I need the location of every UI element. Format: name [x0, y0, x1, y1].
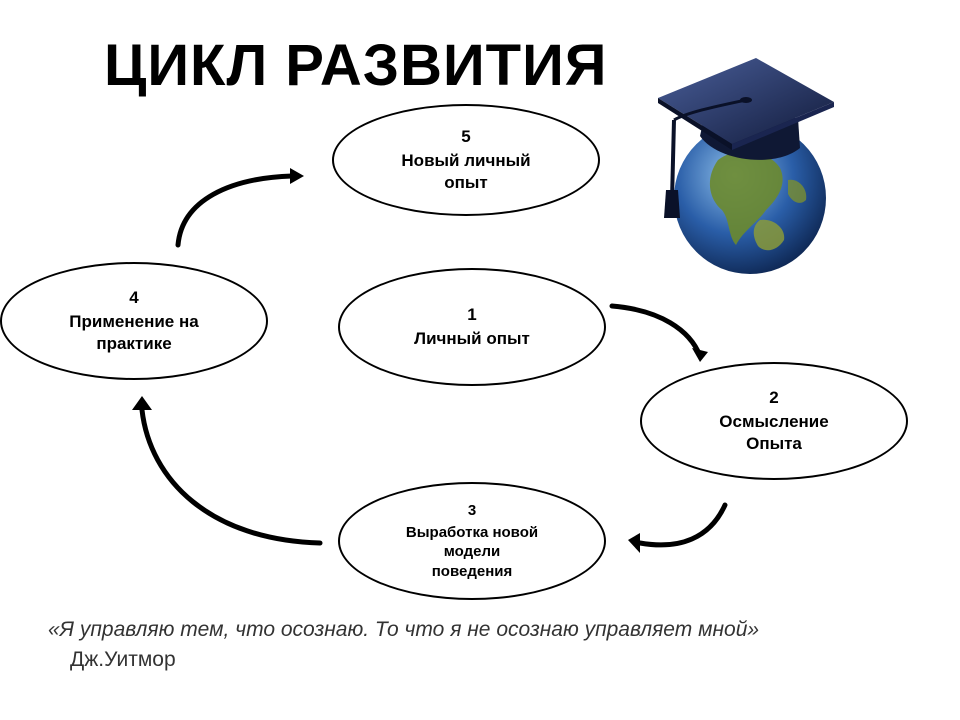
graduation-cap-globe-icon: [658, 58, 834, 274]
node-label-line: модели: [443, 543, 501, 560]
node-number: 4: [129, 287, 139, 307]
node-label-line: Осмысление: [719, 411, 829, 431]
node-label-line: Выработка новой: [405, 523, 539, 541]
cycle-node-1: 1 Личный опыт: [338, 268, 606, 386]
node-label-line: Личный опыт: [414, 329, 530, 348]
arrow-4-to-5: [175, 168, 304, 248]
node-label-line: поведения: [431, 562, 513, 580]
cycle-node-4: 4 Применение на практике: [0, 262, 268, 380]
quote-text: «Я управляю тем, что осознаю. То что я н…: [48, 618, 760, 641]
node-label-line: Новый личный: [401, 150, 531, 170]
cycle-node-2: 2 Осмысление Опыта: [640, 362, 908, 480]
node-number: 5: [461, 126, 471, 146]
node-label-line: Применение на: [69, 311, 199, 331]
page-title: ЦИКЛ РАЗВИТИЯ: [104, 33, 608, 98]
node-label-line: практике: [96, 334, 172, 354]
cycle-node-3: 3 Выработка новой модели поведения: [338, 482, 606, 600]
cycle-node-5: 5 Новый личный опыт: [332, 104, 600, 216]
node-number: 2: [769, 387, 779, 407]
node-label-line: опыт: [444, 173, 488, 193]
arrow-1-to-2: [609, 303, 708, 362]
arrow-2-to-3: [628, 502, 728, 553]
node-label-line: Опыта: [746, 434, 802, 454]
node-number: 1: [467, 304, 477, 324]
arrow-3-to-4: [132, 396, 323, 546]
node-number: 3: [467, 502, 477, 519]
quote-author: Дж.Уитмор: [70, 648, 176, 671]
